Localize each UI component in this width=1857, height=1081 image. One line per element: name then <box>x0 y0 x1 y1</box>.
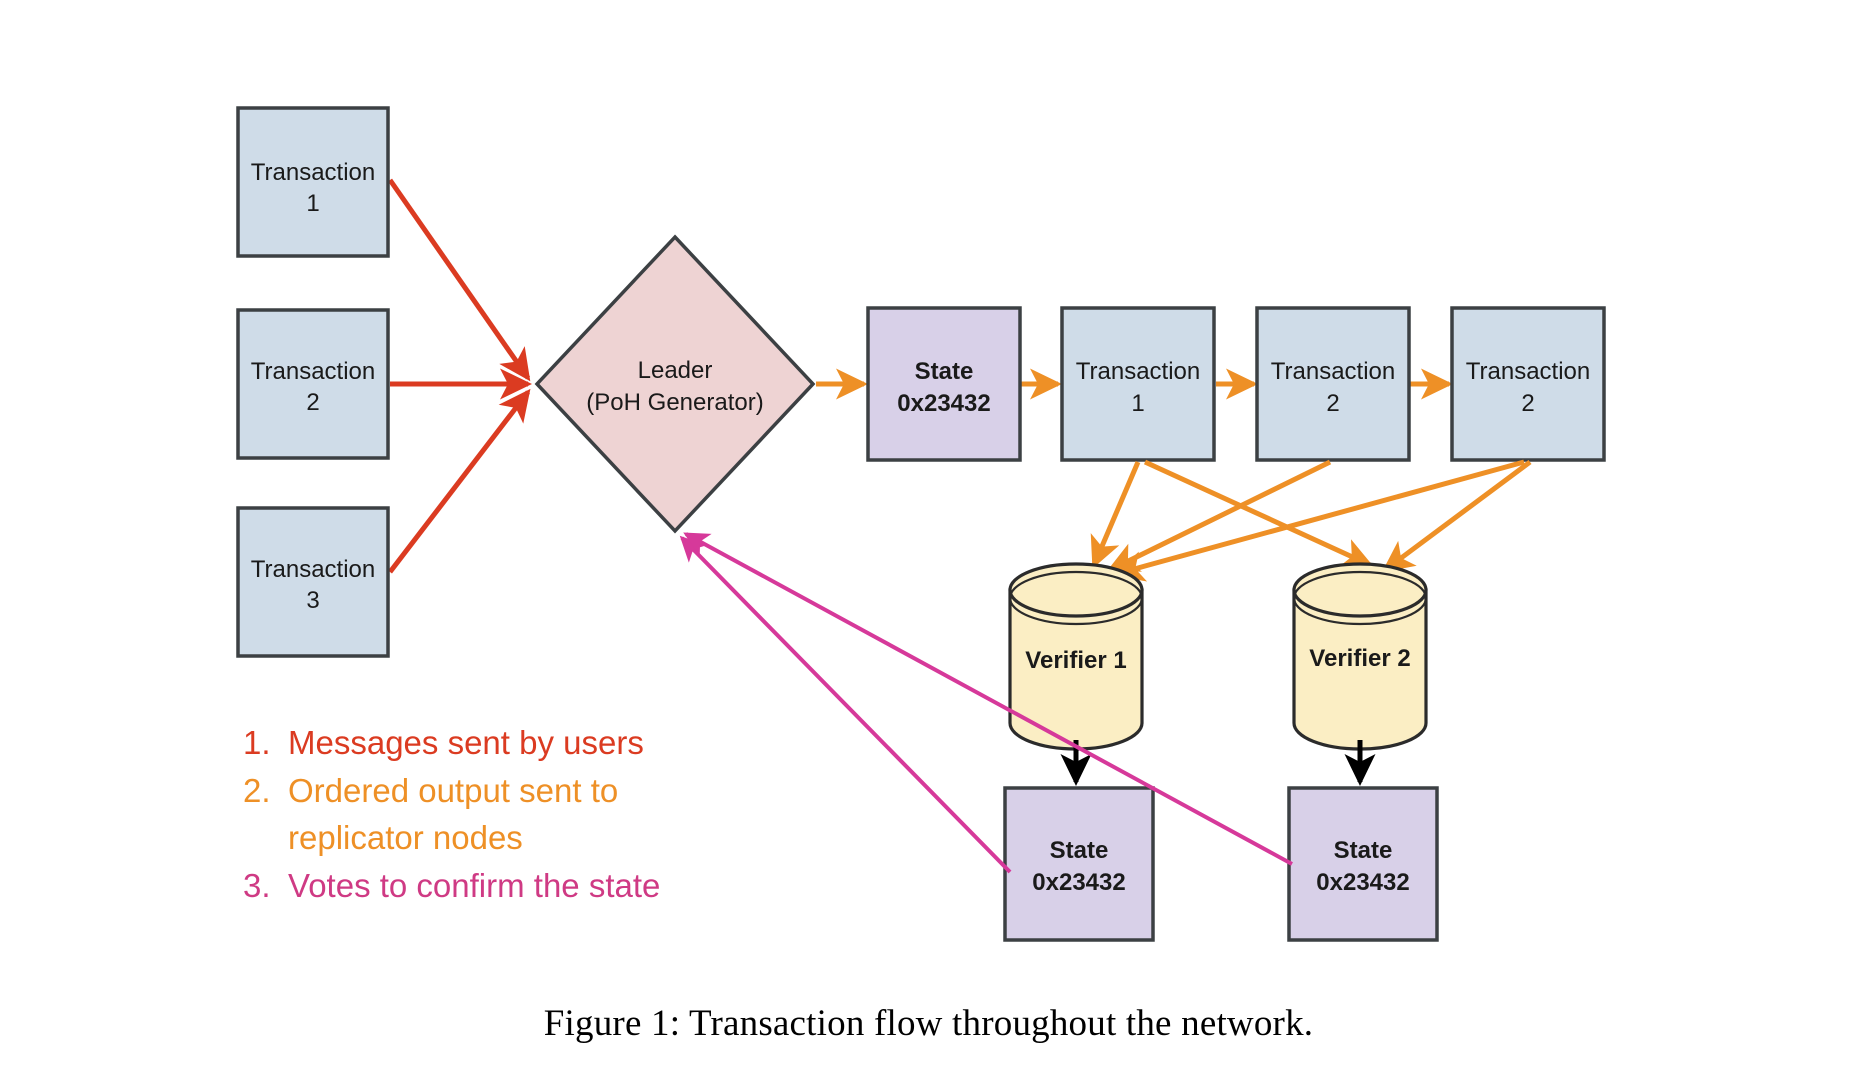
legend-item-2-number: 2. <box>243 772 271 809</box>
verifier-1-node[interactable]: Verifier 1 <box>1008 562 1144 751</box>
edge-verifier2-state-vote <box>683 532 1293 866</box>
edges-verifier-to-state <box>1060 740 1376 787</box>
ledger-transaction-2[interactable]: Transaction 2 <box>1255 306 1411 462</box>
edge-tx1-to-verifier2 <box>1143 459 1374 568</box>
edge-tx1-to-verifier1 <box>1090 461 1141 569</box>
verifier-2-state-hash: 0x23432 <box>1316 869 1409 896</box>
edges-votes-to-leader <box>679 532 1293 874</box>
edge-tx3-to-verifier1 <box>1112 459 1525 582</box>
input-transaction-1-label: Transaction <box>251 159 376 186</box>
input-transaction-3[interactable]: Transaction 3 <box>236 506 390 658</box>
legend-item-1: 1. Messages sent by users <box>243 724 644 761</box>
input-transaction-3-label: Transaction <box>251 556 376 583</box>
leader-label-line2: (PoH Generator) <box>586 389 763 416</box>
input-transaction-3-number: 3 <box>306 587 319 614</box>
verifier-2-node[interactable]: Verifier 2 <box>1292 562 1428 751</box>
ledger-transaction-3-number: 2 <box>1521 390 1534 417</box>
figure-caption: Figure 1: Transaction flow throughout th… <box>543 1003 1314 1044</box>
verifier-1-state-label: State <box>1050 837 1109 864</box>
ledger-state-hash: 0x23432 <box>897 390 990 417</box>
edges-ledger-to-verifiers <box>1090 459 1532 582</box>
edge-verifier1-state-vote <box>679 535 1012 874</box>
input-transaction-1[interactable]: Transaction 1 <box>236 106 390 258</box>
ledger-transaction-1[interactable]: Transaction 1 <box>1060 306 1216 462</box>
leader-label-line1: Leader <box>638 357 713 384</box>
ledger-transaction-1-number: 1 <box>1131 390 1144 417</box>
legend-item-2-text-line2: replicator nodes <box>288 819 523 856</box>
leader-node[interactable]: Leader (PoH Generator) <box>534 234 816 534</box>
legend-item-2: 2. Ordered output sent to replicator nod… <box>243 772 618 856</box>
legend-item-1-text: Messages sent by users <box>288 724 644 761</box>
edge-tx3-to-leader <box>388 388 531 574</box>
legend-item-1-number: 1. <box>243 724 271 761</box>
legend-item-2-text: Ordered output sent to <box>288 772 618 809</box>
edges-user-messages <box>387 178 533 574</box>
ledger-transaction-2-number: 2 <box>1326 390 1339 417</box>
verifier-1-state-hash: 0x23432 <box>1032 869 1125 896</box>
ledger-transaction-1-label: Transaction <box>1076 358 1201 385</box>
verifier-2-state-label: State <box>1334 837 1393 864</box>
edge-tx1-to-leader <box>387 178 531 382</box>
ledger-transaction-3[interactable]: Transaction 2 <box>1450 306 1606 462</box>
verifier-2-label: Verifier 2 <box>1309 645 1410 672</box>
verifier-1-state-node[interactable]: State 0x23432 <box>1003 786 1155 942</box>
input-transaction-2-label: Transaction <box>251 358 376 385</box>
input-transaction-1-number: 1 <box>306 190 319 217</box>
legend-item-3: 3. Votes to confirm the state <box>243 867 660 904</box>
legend-item-3-text: Votes to confirm the state <box>288 867 660 904</box>
input-transaction-2-number: 2 <box>306 389 319 416</box>
ledger-transaction-3-label: Transaction <box>1466 358 1591 385</box>
verifier-2-state-node[interactable]: State 0x23432 <box>1287 786 1439 942</box>
ledger-state-node[interactable]: State 0x23432 <box>866 306 1022 462</box>
edge-tx2-to-verifier1 <box>1106 459 1332 573</box>
legend-item-3-number: 3. <box>243 867 271 904</box>
ledger-transaction-2-label: Transaction <box>1271 358 1396 385</box>
edge-tx3-to-verifier2 <box>1381 459 1532 573</box>
verifier-1-label: Verifier 1 <box>1025 647 1126 674</box>
input-transaction-2[interactable]: Transaction 2 <box>236 308 390 460</box>
ledger-state-label: State <box>915 358 974 385</box>
legend: 1. Messages sent by users 2. Ordered out… <box>243 724 660 904</box>
